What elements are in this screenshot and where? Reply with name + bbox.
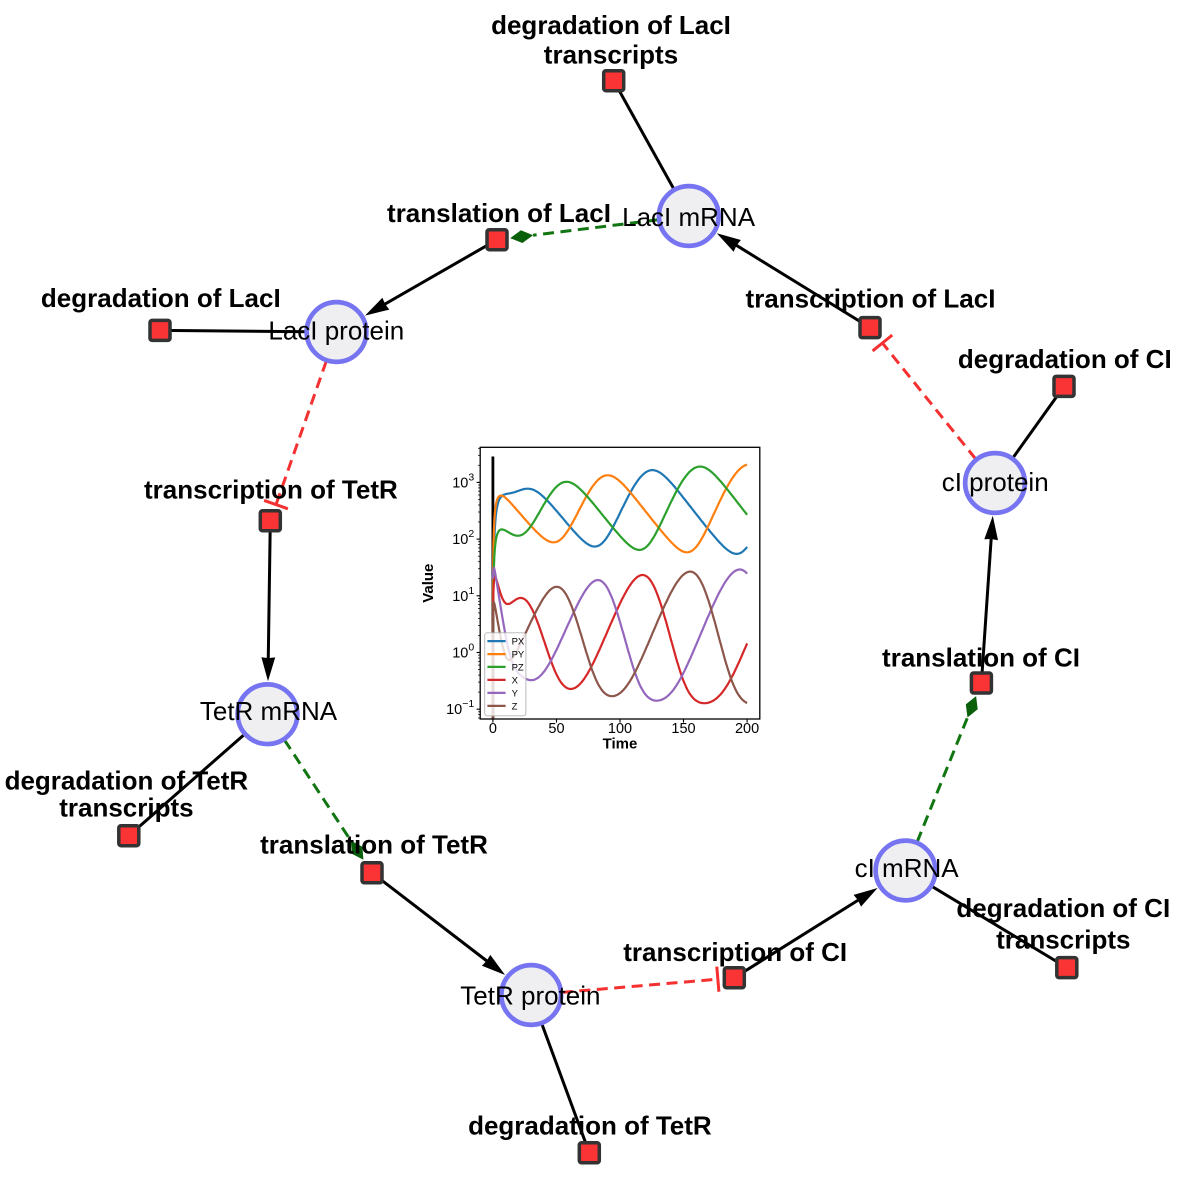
svg-text:150: 150 (671, 721, 695, 737)
svg-text:translation of LacI: translation of LacI (387, 198, 611, 228)
svg-text:transcription of CI: transcription of CI (623, 937, 847, 967)
svg-text:PZ: PZ (512, 662, 524, 673)
svg-text:translation of TetR: translation of TetR (260, 830, 488, 860)
svg-text:102: 102 (452, 528, 474, 548)
svg-text:10−1: 10−1 (446, 698, 474, 718)
svg-text:degradation of TetR: degradation of TetR (468, 1110, 712, 1140)
svg-text:X: X (512, 675, 519, 686)
svg-text:LacI protein: LacI protein (268, 315, 404, 345)
svg-text:Time: Time (603, 736, 638, 753)
svg-text:PX: PX (512, 637, 525, 648)
svg-text:100: 100 (608, 721, 632, 737)
svg-text:TetR mRNA: TetR mRNA (200, 696, 338, 726)
svg-text:200: 200 (735, 721, 759, 737)
svg-text:cI mRNA: cI mRNA (855, 853, 960, 883)
svg-text:101: 101 (452, 585, 474, 605)
svg-text:degradation of CI: degradation of CI (956, 893, 1170, 923)
svg-text:TetR protein: TetR protein (460, 980, 600, 1010)
svg-text:degradation of CI: degradation of CI (958, 344, 1172, 374)
svg-text:transcription of TetR: transcription of TetR (144, 475, 398, 505)
svg-text:103: 103 (452, 471, 474, 491)
svg-text:translation of CI: translation of CI (882, 643, 1080, 673)
svg-text:cI protein: cI protein (942, 467, 1049, 497)
svg-text:transcripts: transcripts (996, 924, 1130, 954)
svg-text:degradation of LacI: degradation of LacI (41, 283, 281, 313)
svg-text:degradation of LacI: degradation of LacI (491, 10, 731, 40)
svg-text:LacI mRNA: LacI mRNA (622, 202, 756, 232)
svg-text:transcription of LacI: transcription of LacI (746, 284, 996, 314)
svg-text:Y: Y (512, 688, 519, 699)
svg-text:transcripts: transcripts (59, 793, 193, 823)
svg-text:transcripts: transcripts (544, 40, 678, 70)
svg-text:100: 100 (452, 642, 474, 662)
svg-text:Z: Z (512, 701, 518, 712)
svg-text:50: 50 (548, 721, 564, 737)
svg-text:PY: PY (512, 650, 525, 661)
svg-text:0: 0 (489, 721, 497, 737)
svg-text:Value: Value (420, 564, 437, 603)
svg-text:degradation of TetR: degradation of TetR (5, 765, 249, 795)
